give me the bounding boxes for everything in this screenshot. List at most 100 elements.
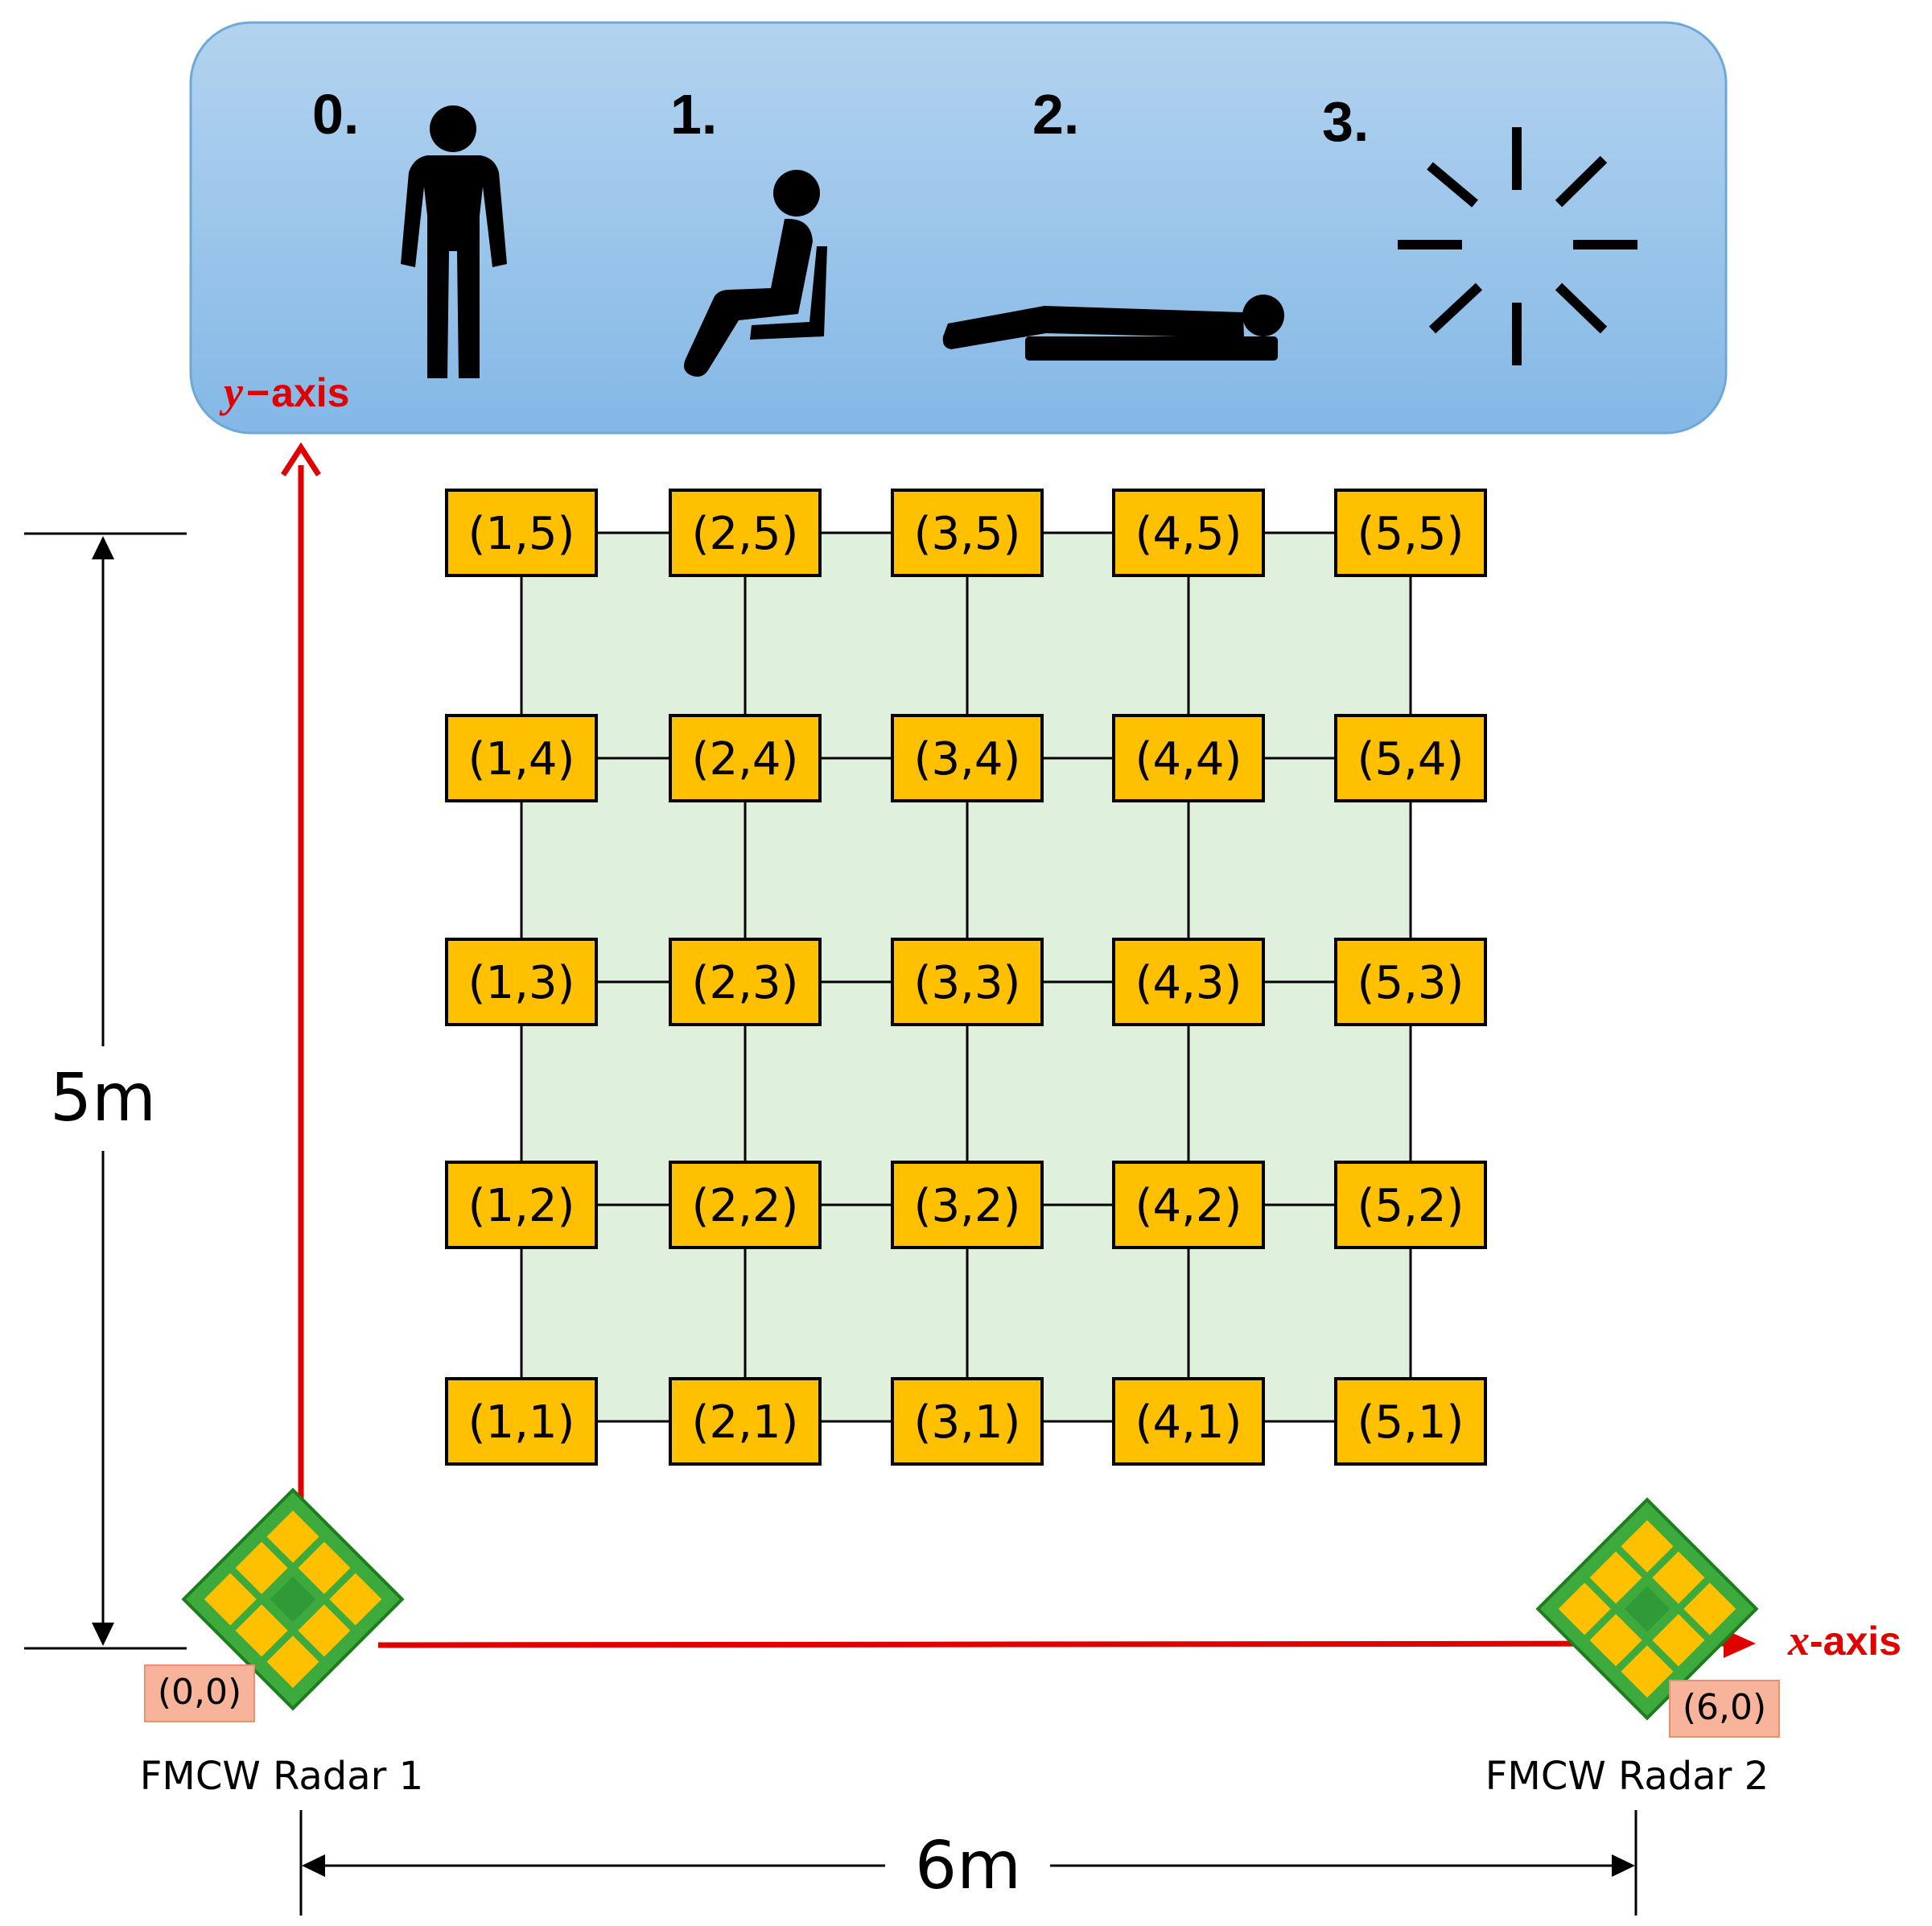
pose-number: 3. bbox=[1322, 90, 1369, 153]
pose-number: 0. bbox=[312, 83, 359, 146]
grid-node: (1,4) bbox=[445, 714, 598, 802]
y-axis-sep: − bbox=[246, 370, 270, 415]
grid-node-box bbox=[1334, 1377, 1487, 1466]
x-axis-var: x bbox=[1787, 1616, 1810, 1664]
grid-node-label: (3,5) bbox=[914, 508, 1021, 560]
grid-node: (4,1) bbox=[1112, 1377, 1265, 1466]
grid-node: (3,2) bbox=[891, 1161, 1044, 1249]
grid-node-box bbox=[445, 1377, 598, 1466]
grid-node-box bbox=[1112, 714, 1265, 802]
grid-node-label: (3,3) bbox=[914, 957, 1021, 1009]
grid-node: (5,5) bbox=[1334, 489, 1487, 577]
pose-3-group: 3. bbox=[1322, 90, 1637, 365]
grid-node-box bbox=[669, 1377, 822, 1466]
grid-node: (1,3) bbox=[445, 938, 598, 1026]
grid-node: (1,2) bbox=[445, 1161, 598, 1249]
sitting-person-icon bbox=[684, 170, 827, 377]
grid-node-label: (2,5) bbox=[692, 508, 799, 560]
grid-node-label: (3,2) bbox=[914, 1180, 1021, 1232]
location-grid: (1,5) (2,5) (3,5) (4,5) (5,5) (1,4) (2,4) (3,4)… bbox=[445, 489, 1487, 1466]
grid-node-label: (5,5) bbox=[1357, 508, 1464, 560]
grid-node-box bbox=[669, 938, 822, 1026]
grid-node-label: (3,1) bbox=[914, 1396, 1021, 1449]
x-axis-sep: - bbox=[1810, 1619, 1823, 1664]
grid-node-box bbox=[1112, 489, 1265, 577]
grid-node: (3,4) bbox=[891, 714, 1044, 802]
pose-0-group: 0. bbox=[312, 83, 507, 378]
grid-node-box bbox=[669, 489, 822, 577]
grid-node: (2,1) bbox=[669, 1377, 822, 1466]
grid-node: (5,3) bbox=[1334, 938, 1487, 1026]
radar-2: (6,0) FMCW Radar 2 bbox=[1485, 1499, 1780, 1799]
grid-node-label: (5,2) bbox=[1357, 1180, 1464, 1232]
grid-node-box bbox=[1334, 1161, 1487, 1249]
height-dimension bbox=[24, 532, 187, 1650]
grid-node-box bbox=[891, 1161, 1044, 1249]
grid-node-box bbox=[1112, 938, 1265, 1026]
grid-node: (3,5) bbox=[891, 489, 1044, 577]
radar-1-name: FMCW Radar 1 bbox=[140, 1754, 423, 1799]
grid-node: (5,2) bbox=[1334, 1161, 1487, 1249]
grid-node-label: (2,3) bbox=[692, 957, 799, 1009]
radar-1: (0,0) FMCW Radar 1 bbox=[140, 1490, 423, 1799]
grid-node-box bbox=[1334, 938, 1487, 1026]
grid-node-label: (1,2) bbox=[468, 1180, 575, 1232]
grid-node: (2,4) bbox=[669, 714, 822, 802]
y-axis-text: axis bbox=[271, 370, 349, 415]
grid-node-box bbox=[445, 489, 598, 577]
svg-text:x-axis: x-axis bbox=[1787, 1616, 1901, 1664]
grid-node: (2,2) bbox=[669, 1161, 822, 1249]
pose-number: 2. bbox=[1032, 83, 1079, 146]
grid-node-box bbox=[891, 1377, 1044, 1466]
grid-node: (4,5) bbox=[1112, 489, 1265, 577]
grid-node: (5,4) bbox=[1334, 714, 1487, 802]
grid-node-box bbox=[445, 1161, 598, 1249]
radar-2-name: FMCW Radar 2 bbox=[1485, 1754, 1769, 1799]
grid-node-box bbox=[669, 714, 822, 802]
grid-node: (5,1) bbox=[1334, 1377, 1487, 1466]
lying-person-icon bbox=[942, 295, 1284, 361]
grid-node: (1,5) bbox=[445, 489, 598, 577]
svg-text:y−axis: y−axis bbox=[219, 368, 350, 416]
x-axis bbox=[377, 1629, 1756, 1658]
radar-2-coord: (6,0) bbox=[1683, 1687, 1766, 1728]
grid-node: (3,3) bbox=[891, 938, 1044, 1026]
grid-node: (2,3) bbox=[669, 938, 822, 1026]
empty-burst-icon bbox=[1398, 127, 1637, 365]
grid-node-label: (2,4) bbox=[692, 733, 799, 786]
grid-node-label: (5,1) bbox=[1357, 1396, 1464, 1449]
grid-node: (1,1) bbox=[445, 1377, 598, 1466]
grid-node-label: (2,1) bbox=[692, 1396, 799, 1449]
grid-node-label: (1,3) bbox=[468, 957, 575, 1009]
grid-node-label: (5,3) bbox=[1357, 957, 1464, 1009]
standing-person-icon bbox=[401, 105, 507, 378]
grid-node-label: (4,1) bbox=[1135, 1396, 1242, 1449]
y-axis-var: y bbox=[219, 368, 244, 416]
radar-origin-box bbox=[1669, 1680, 1780, 1738]
grid-node: (3,1) bbox=[891, 1377, 1044, 1466]
pose-number: 1. bbox=[670, 83, 717, 146]
grid-node-box bbox=[1334, 714, 1487, 802]
grid-node-box bbox=[1112, 1377, 1265, 1466]
grid-node: (4,2) bbox=[1112, 1161, 1265, 1249]
grid-node-box bbox=[891, 938, 1044, 1026]
grid-node-box bbox=[891, 489, 1044, 577]
grid-node-box bbox=[891, 714, 1044, 802]
grid-node-label: (3,4) bbox=[914, 733, 1021, 786]
grid-node: (2,5) bbox=[669, 489, 822, 577]
grid-node-label: (2,2) bbox=[692, 1180, 799, 1232]
grid-node-box bbox=[1334, 489, 1487, 577]
width-dimension bbox=[299, 1810, 1637, 1916]
radar-1-coord: (0,0) bbox=[158, 1672, 241, 1713]
y-axis bbox=[281, 442, 321, 1515]
grid-node-label: (1,1) bbox=[468, 1396, 575, 1449]
grid-node-label: (4,4) bbox=[1135, 733, 1242, 786]
grid-node: (4,4) bbox=[1112, 714, 1265, 802]
pose-2-group: 2. bbox=[942, 83, 1284, 361]
radar-origin-box bbox=[144, 1664, 255, 1722]
grid-node-label: (5,4) bbox=[1357, 733, 1464, 786]
height-label: 5m bbox=[50, 1060, 156, 1136]
grid-node-box bbox=[669, 1161, 822, 1249]
x-axis-text: axis bbox=[1823, 1619, 1901, 1664]
